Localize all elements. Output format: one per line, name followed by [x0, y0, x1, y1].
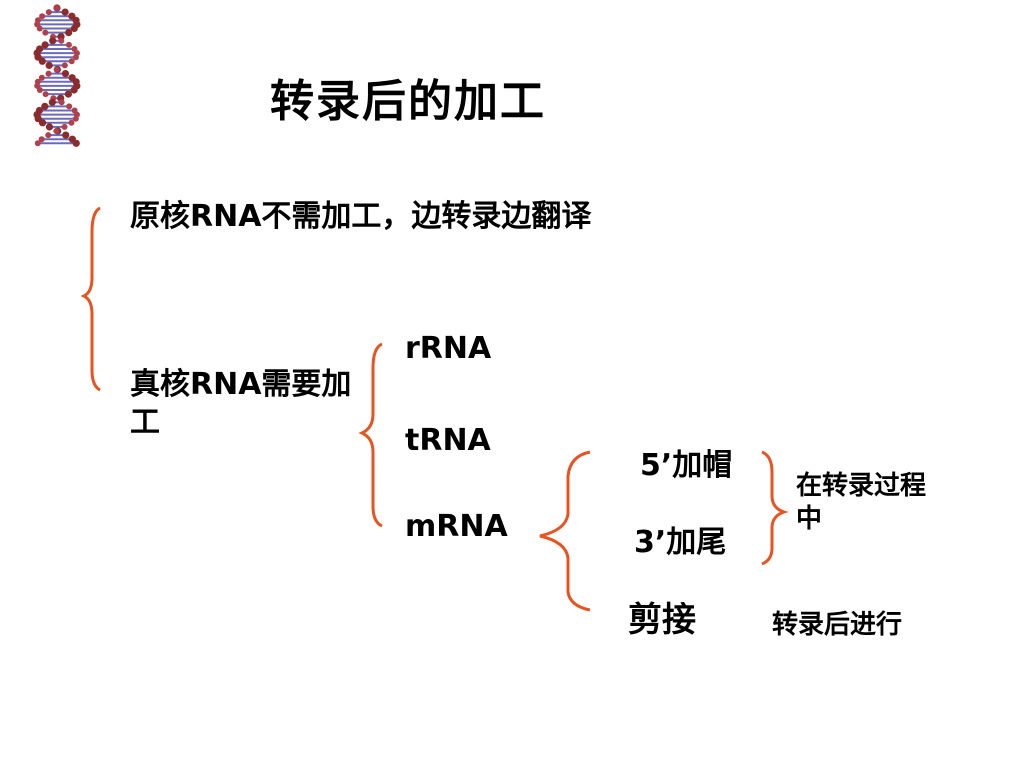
- mrna-steps-brace: [539, 450, 591, 612]
- tail-step: 3’加尾: [634, 525, 727, 560]
- eukaryote-text: 真核RNA需要加工: [130, 367, 352, 440]
- trna-label: tRNA: [405, 423, 491, 458]
- after-transcription-note: 转录后进行: [772, 610, 903, 640]
- during-transcription-note: 在转录过程中: [796, 471, 927, 534]
- prokaryote-text: 原核RNA不需加工，边转录边翻译: [130, 199, 592, 234]
- page-title: 转录后的加工: [270, 76, 546, 127]
- cap-step: 5’加帽: [640, 448, 733, 483]
- dna-helix-icon: [33, 4, 81, 147]
- cap-tail-brace: [761, 450, 789, 566]
- rna-types-brace: [358, 342, 383, 528]
- main-brace: [80, 206, 101, 392]
- mrna-label: mRNA: [405, 509, 508, 544]
- rrna-label: rRNA: [405, 331, 492, 366]
- splicing-step: 剪接: [628, 600, 696, 640]
